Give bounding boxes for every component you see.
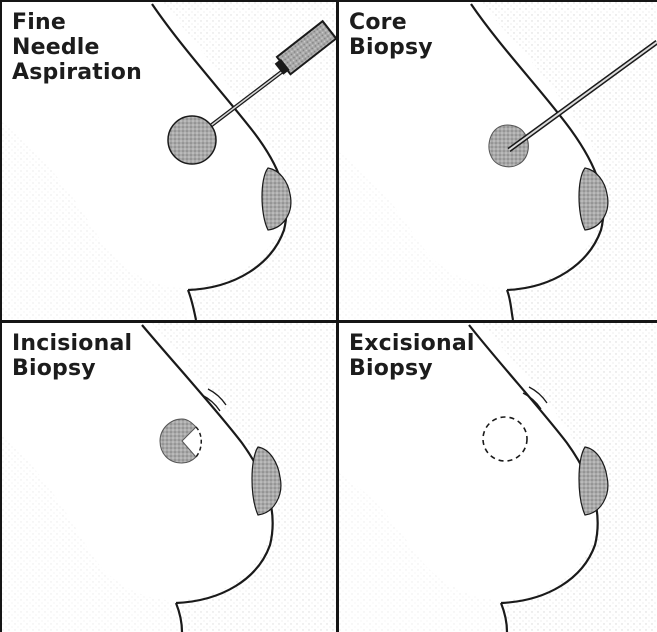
title-line: Biopsy	[349, 35, 433, 60]
vertical-divider	[336, 0, 339, 632]
border-left	[0, 0, 2, 632]
title-line: Biopsy	[349, 356, 475, 381]
horizontal-divider	[0, 320, 657, 323]
panel-title: Fine Needle Aspiration	[12, 10, 142, 85]
panel-core-biopsy: Core Biopsy	[339, 2, 657, 320]
title-line: Needle	[12, 35, 142, 60]
title-line: Core	[349, 10, 433, 35]
panel-title: Core Biopsy	[349, 10, 433, 60]
title-line: Incisional	[12, 331, 132, 356]
title-line: Biopsy	[12, 356, 132, 381]
title-line: Excisional	[349, 331, 475, 356]
border-top	[0, 0, 657, 2]
title-line: Aspiration	[12, 60, 142, 85]
title-line: Fine	[12, 10, 142, 35]
panel-title: Excisional Biopsy	[349, 331, 475, 381]
panel-fine-needle-aspiration: Fine Needle Aspiration	[2, 2, 336, 320]
panel-title: Incisional Biopsy	[12, 331, 132, 381]
panel-excisional-biopsy: Excisional Biopsy	[339, 323, 657, 632]
panel-incisional-biopsy: Incisional Biopsy	[2, 323, 336, 632]
